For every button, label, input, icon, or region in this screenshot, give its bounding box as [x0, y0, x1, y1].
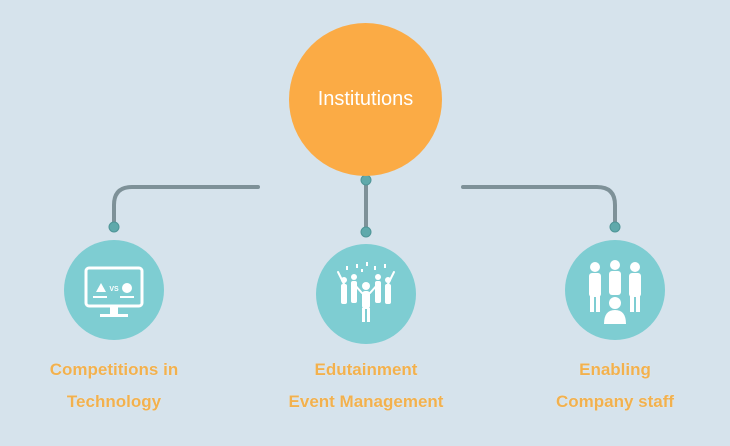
root-node: Institutions [289, 23, 442, 176]
child-label-edutainment: Edutainment Event Management [256, 354, 476, 418]
node-dot-center-bottom [360, 226, 372, 238]
child-label-line: Company staff [555, 392, 675, 411]
child-node-enabling [565, 240, 665, 340]
connector-right [461, 185, 617, 229]
child-label-line: Event Management [288, 392, 444, 411]
child-label-competitions: Competitions in Technology [4, 354, 224, 418]
staff-group-icon [589, 260, 641, 324]
monitor-vs-icon: VS [84, 266, 144, 317]
root-label: Institutions [317, 88, 414, 110]
vs-text: VS [109, 286, 119, 293]
cheering-crowd-icon [337, 262, 395, 322]
node-dot-right [609, 221, 621, 233]
node-dot-center-top [360, 174, 372, 186]
child-label-line: Edutainment [314, 360, 418, 379]
child-label-enabling: Enabling Company staff [505, 354, 725, 418]
child-label-line: Technology [66, 392, 162, 411]
node-dot-left [108, 221, 120, 233]
connector-left [112, 185, 260, 229]
child-node-competitions: VS [64, 240, 164, 340]
child-label-line: Competitions in [49, 360, 179, 379]
child-label-line: Enabling [579, 360, 651, 379]
child-node-edutainment [316, 244, 416, 344]
